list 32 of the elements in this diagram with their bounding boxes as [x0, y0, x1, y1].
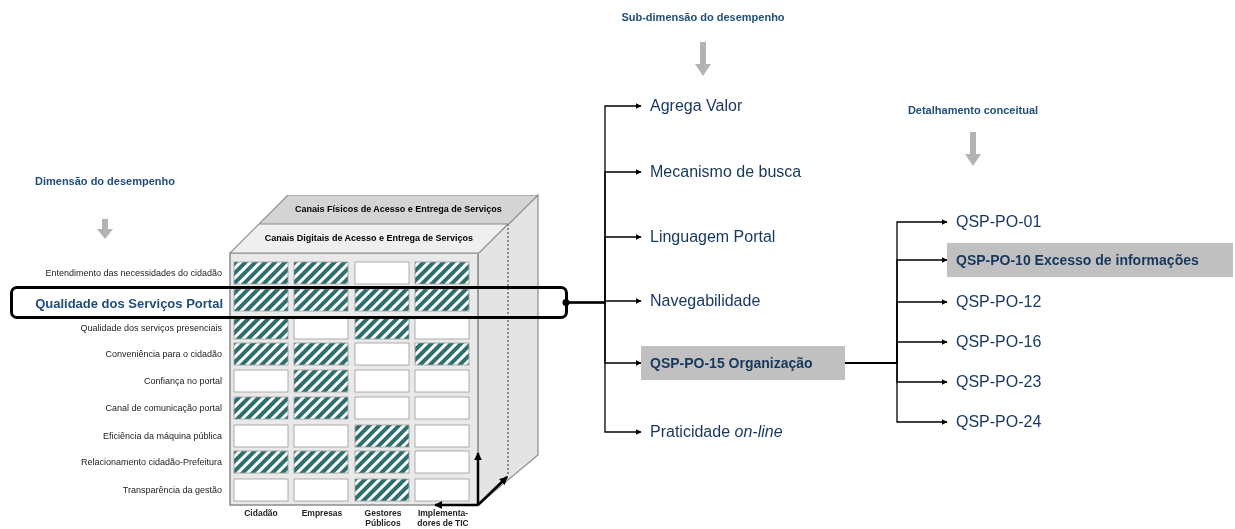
item-text: Praticidade on-line [641, 419, 845, 445]
item-text: Mecanismo de busca [641, 159, 845, 185]
connector-arrow [844, 362, 948, 425]
item-text: Agrega Valor [641, 93, 845, 119]
highlighted-item: QSP-PO-10 Excesso de informações [947, 243, 1233, 277]
item-text: QSP-PO-12 [947, 289, 1233, 315]
column-label: Cidadão [243, 508, 279, 518]
item-text: QSP-PO-24 [947, 409, 1233, 435]
row-label: Qualidade dos serviços presenciais [79, 322, 222, 334]
section-heading: Detalhamento conceitual [906, 103, 1040, 117]
cube-face: Canais Físicos de Acesso e Entrega de Serviços [259, 195, 538, 224]
row-label: Relacionamento cidadão-Prefeitura [79, 456, 222, 468]
item-text: Navegabilidade [641, 288, 845, 314]
item-text: QSP-PO-16 [947, 329, 1233, 355]
row-label: Canal de comunicação portal [104, 402, 222, 414]
row-label: Eficiência da máquina pública [101, 430, 222, 442]
item-text: QSP-PO-01 [947, 209, 1233, 235]
connector-arrow [567, 301, 642, 435]
cube-face: Canais Digitais de Acesso e Entrega de Serviços [230, 224, 508, 253]
highlight-frame: Qualidade dos Serviços Portal [10, 286, 568, 319]
column-label: Implementa- dores de TIC [416, 508, 470, 528]
item-text: Linguagem Portal [641, 224, 845, 250]
column-label: Gestores Públicos [363, 508, 403, 528]
section-heading: Dimensão do desempenho [34, 174, 176, 188]
row-label: Transparência da gestão [121, 484, 222, 496]
row-label: Confiança no portal [142, 375, 222, 387]
section-heading: Sub-dimensão do desempenho [620, 10, 786, 24]
highlighted-item: QSP-PO-15 Organização [641, 346, 845, 380]
row-label: Conveniência para o cidadão [104, 348, 222, 360]
item-text: QSP-PO-23 [947, 369, 1233, 395]
row-label: Entendimento das necessidades do cidadão [44, 267, 222, 279]
column-label: Empresas [300, 508, 344, 518]
